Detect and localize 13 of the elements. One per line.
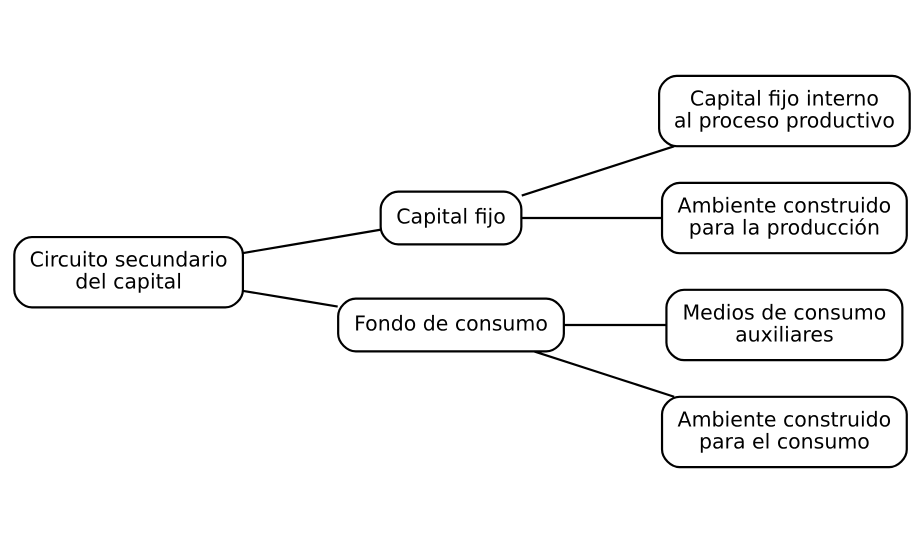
node-box: Capital fijo	[380, 190, 522, 245]
connector	[534, 350, 674, 398]
connector	[522, 216, 662, 219]
node-box: Ambiente construido para la producción	[660, 181, 908, 254]
node-box: Circuito secundario del capital	[13, 235, 244, 308]
node-box: Ambiente construido para el consumo	[660, 395, 908, 468]
node-box: Capital fijo interno al proceso productivo	[658, 74, 911, 147]
connector	[242, 289, 338, 308]
connector	[242, 228, 381, 254]
connector	[564, 323, 666, 326]
connector	[521, 144, 674, 196]
node-box: Medios de consumo auxiliares	[665, 288, 904, 361]
node-box: Fondo de consumo	[337, 297, 565, 352]
